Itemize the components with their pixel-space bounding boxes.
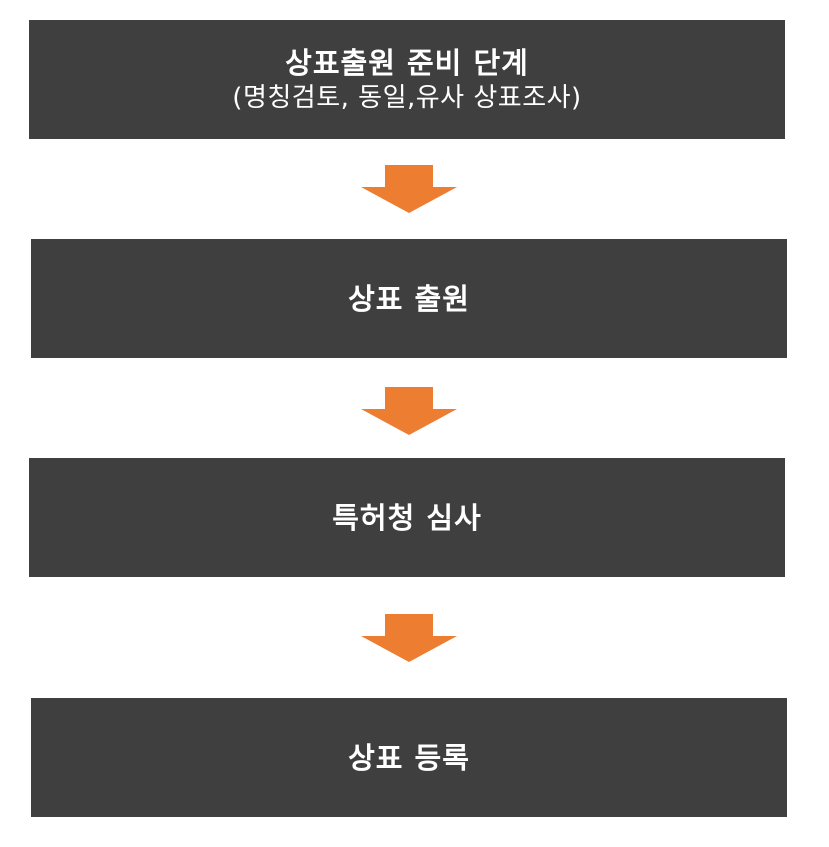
step-title: 상표 출원: [348, 281, 470, 316]
down-arrow-icon: [361, 165, 457, 213]
flow-step-application: 상표 출원: [31, 239, 787, 358]
flow-step-examination: 특허청 심사: [29, 458, 785, 577]
step-subtitle: (명칭검토, 동일,유사 상표조사): [232, 82, 582, 113]
step-title: 상표 등록: [348, 740, 470, 775]
down-arrow-icon: [361, 614, 457, 662]
flow-step-registration: 상표 등록: [31, 698, 787, 817]
flow-step-preparation: 상표출원 준비 단계 (명칭검토, 동일,유사 상표조사): [29, 20, 785, 139]
down-arrow-icon: [361, 387, 457, 435]
step-title: 상표출원 준비 단계: [285, 45, 529, 80]
step-title: 특허청 심사: [332, 500, 482, 535]
